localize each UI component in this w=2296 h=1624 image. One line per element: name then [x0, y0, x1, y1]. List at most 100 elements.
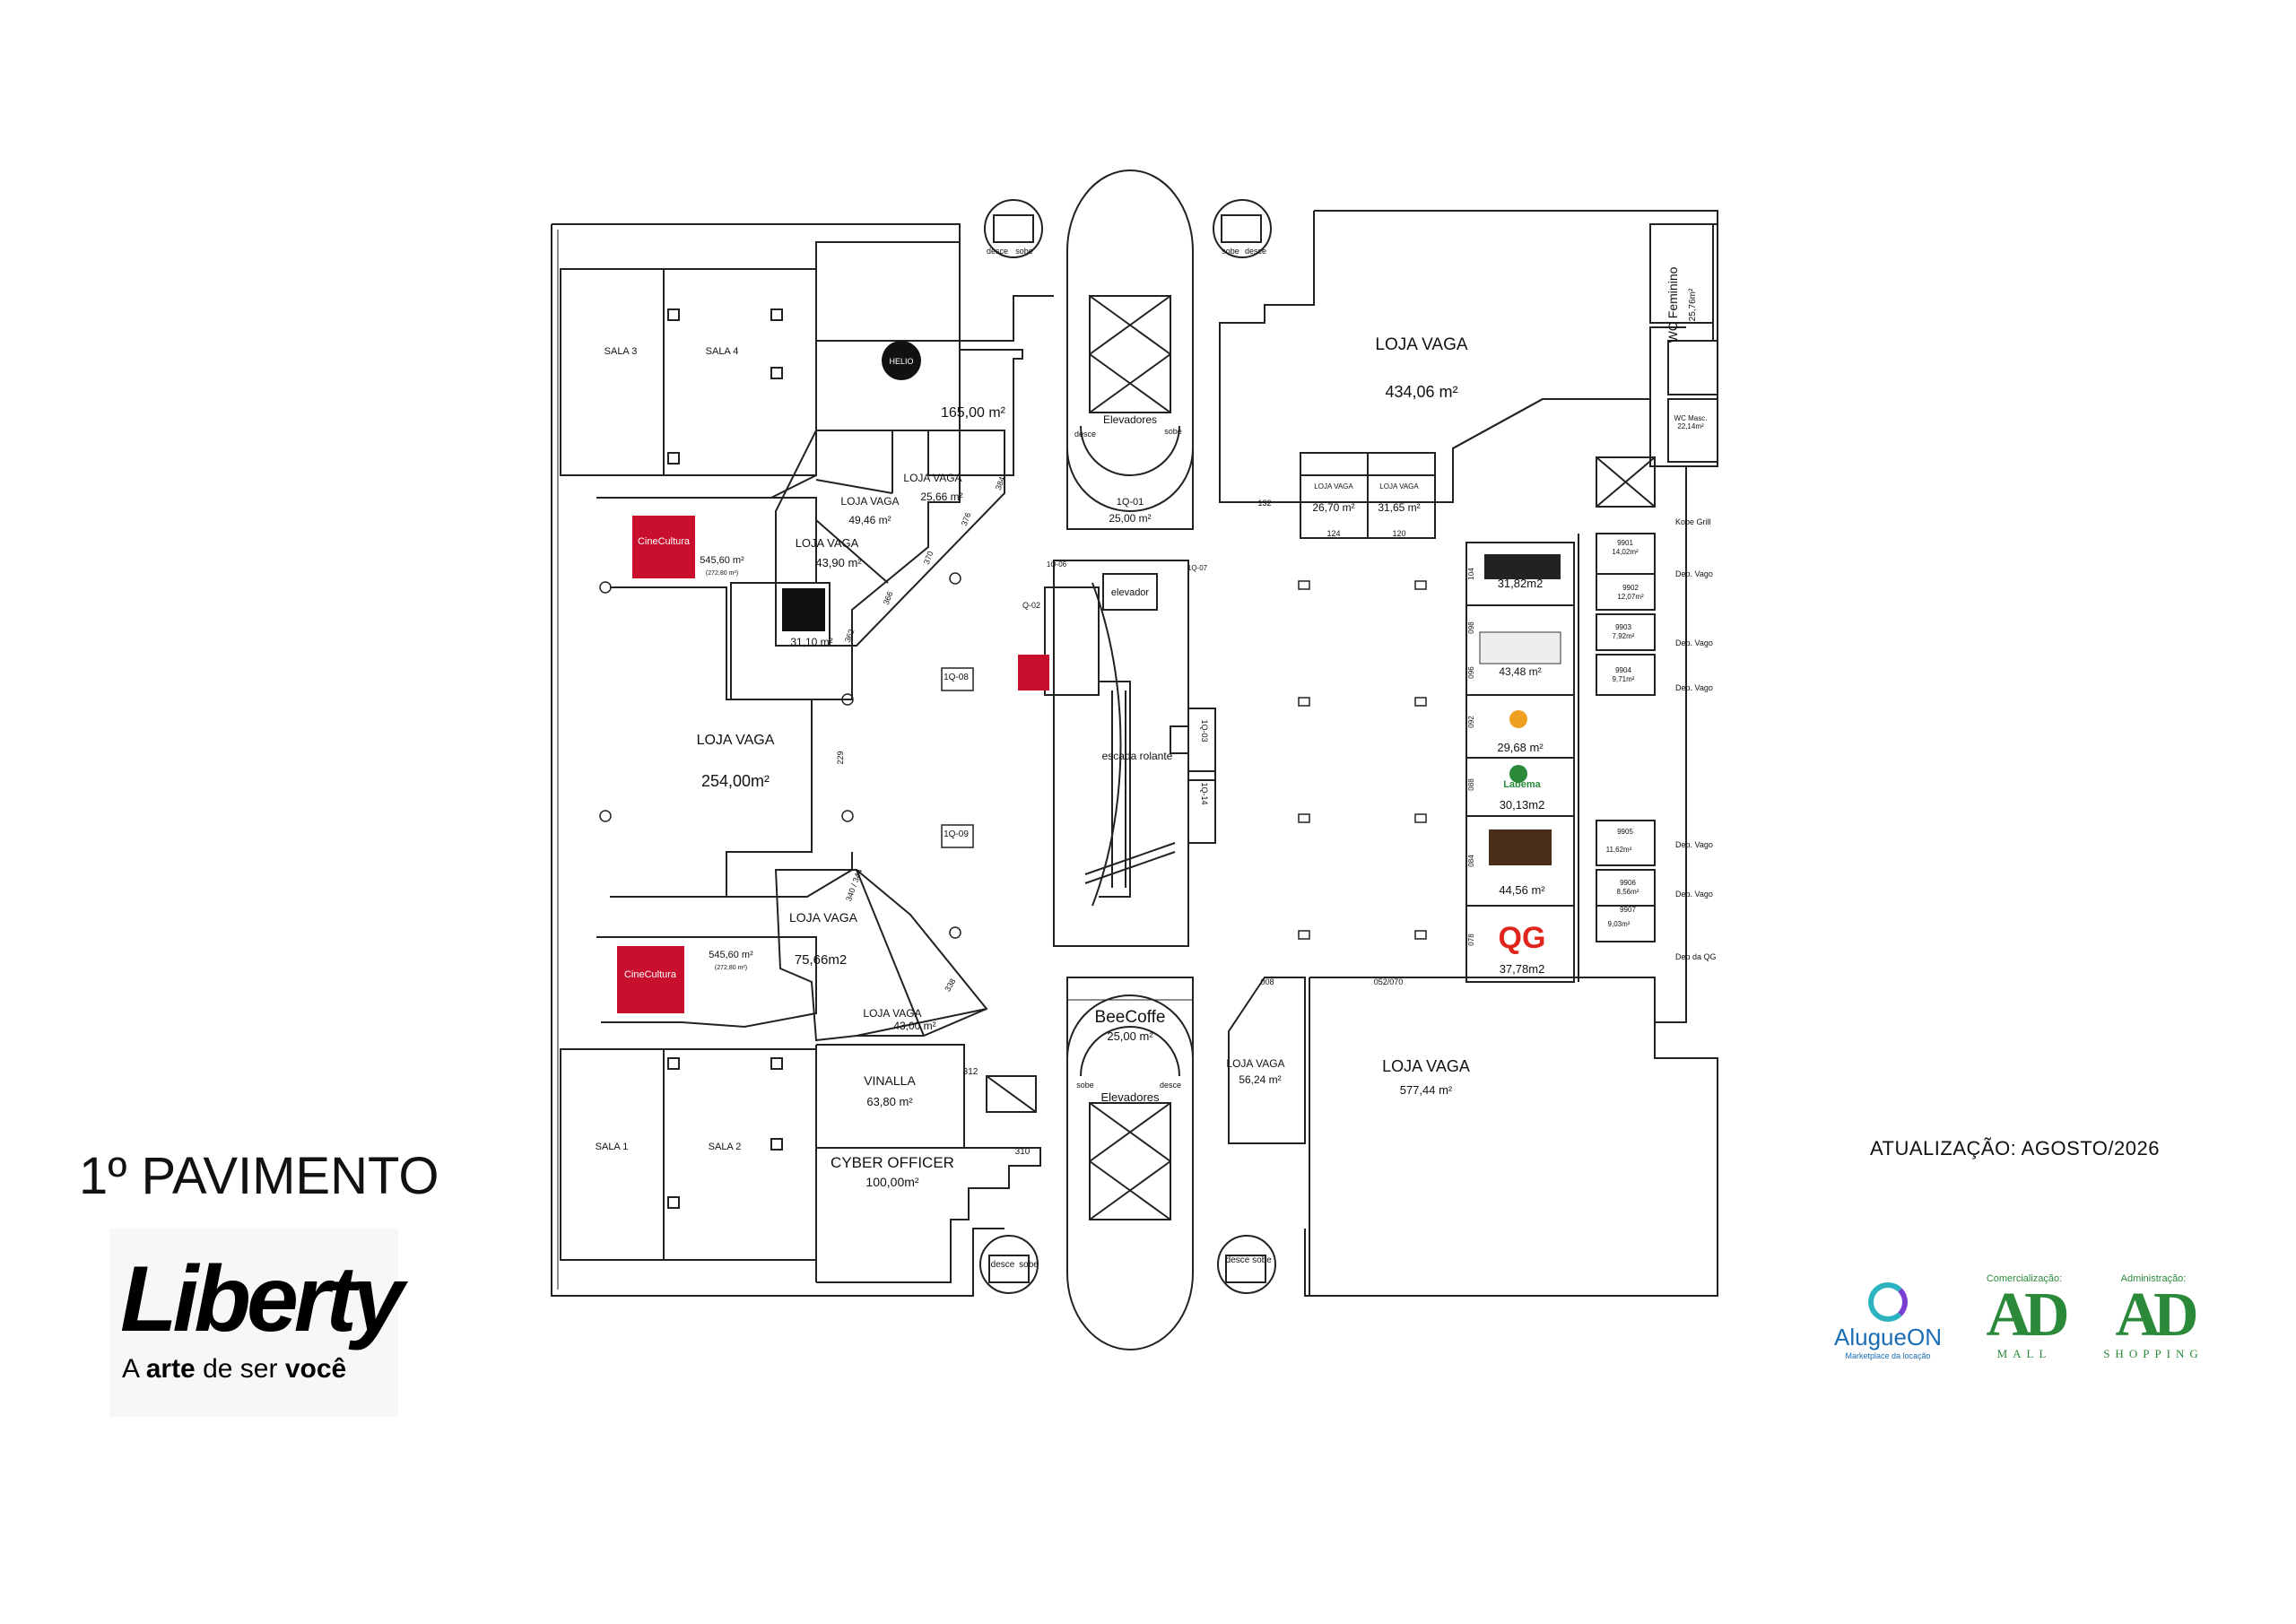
label-sobe-a: sobe: [1015, 247, 1033, 256]
elevator-capsule-top: [1066, 169, 1194, 530]
label-beecoffe: BeeCoffe: [1095, 1008, 1166, 1027]
shop-logo-4348: [1479, 631, 1561, 664]
label-lv4946: LOJA VAGA: [840, 495, 899, 508]
label-dep1: Dep. Vago: [1675, 569, 1713, 578]
label-sala3: SALA 3: [604, 346, 638, 357]
adshop-caption: Administração:: [2120, 1273, 2187, 1284]
label-a5624: 56,24 m²: [1239, 1073, 1281, 1086]
label-desce-f: desce: [1226, 1255, 1250, 1265]
room-sala1-2: [560, 1048, 817, 1261]
label-a100: 100,00m²: [865, 1175, 918, 1189]
label-dep2: Dep. Vago: [1675, 638, 1713, 647]
label-d9904: 9904: [1615, 666, 1631, 674]
label-a2500b: 25,00 m²: [1107, 1029, 1153, 1043]
label-sobe-f: sobe: [1252, 1255, 1272, 1265]
label-desce-b: desce: [1245, 247, 1266, 256]
label-q08: 1Q-08: [944, 673, 969, 682]
label-a4456: 44,56 m²: [1499, 883, 1545, 897]
label-sala1: SALA 1: [596, 1142, 629, 1152]
label-sobe-b: sobe: [1222, 247, 1239, 256]
alugueon-icon: [1868, 1282, 1908, 1322]
label-d9905: 9905: [1617, 828, 1633, 836]
cine-logo-1: [632, 516, 695, 578]
label-d9902: 9902: [1622, 584, 1639, 592]
label-n310: 310: [1015, 1147, 1031, 1157]
label-sobe-d: sobe: [1076, 1081, 1094, 1090]
label-q02: Q-02: [1022, 601, 1040, 610]
label-lv434: LOJA VAGA: [1375, 335, 1467, 354]
label-q09: 1Q-09: [944, 829, 969, 839]
label-labema: Labema: [1503, 779, 1541, 790]
label-dep5: Dep. Vago: [1675, 890, 1713, 899]
label-wcmasc-a: 22,14m²: [1677, 422, 1704, 430]
label-d9901a: 14,02m²: [1612, 548, 1639, 556]
brand-tagline: A arte de ser você: [122, 1354, 347, 1384]
adshop-mark: AD: [2115, 1281, 2198, 1350]
label-q07: 1Q-07: [1187, 564, 1208, 572]
label-cine-logo1: CineCultura: [638, 536, 691, 547]
label-n124: 124: [1326, 529, 1340, 538]
label-a4390: 43,90 m²: [815, 556, 862, 569]
label-lv-small2: LOJA VAGA: [1379, 482, 1419, 491]
label-lv5624: LOJA VAGA: [1226, 1057, 1284, 1070]
label-a2500: 25,00 m²: [1109, 512, 1151, 525]
label-lv4300: LOJA VAGA: [863, 1007, 921, 1020]
label-a3013: 30,13m2: [1500, 798, 1545, 812]
label-depqg: Dep da QG: [1675, 952, 1717, 961]
alugueon-name: AlugueON: [1834, 1324, 1942, 1350]
adshop-sub: SHOPPING: [2103, 1347, 2204, 1360]
label-n312: 312: [963, 1067, 978, 1077]
label-q06: 1Q-06: [1047, 560, 1067, 569]
label-cyber: CYBER OFFICER: [831, 1154, 954, 1171]
label-n098: 098: [1467, 621, 1475, 634]
room-577: [1309, 977, 1656, 1022]
label-lv57744: LOJA VAGA: [1382, 1057, 1470, 1075]
label-a2968: 29,68 m²: [1497, 741, 1544, 754]
label-a3182: 31,82m2: [1498, 577, 1544, 590]
label-n384: 384: [994, 475, 1007, 491]
label-d9906: 9906: [1620, 879, 1636, 887]
shop-logo-3013: [1509, 765, 1527, 783]
label-d9902a: 12,07m²: [1617, 593, 1644, 601]
label-desce-a: desce: [987, 247, 1008, 256]
label-a3165: 31,65 m²: [1378, 501, 1420, 514]
label-a3110: 31,10 m²: [790, 636, 832, 648]
label-desce-c: desce: [1074, 430, 1096, 439]
label-n370: 370: [922, 550, 935, 566]
floor-title: 1º PAVIMENTO: [79, 1147, 439, 1205]
cine-logo-small: [1018, 655, 1049, 690]
alugueon-sub: Marketplace da locação: [1845, 1351, 1931, 1360]
label-dep4: Dep. Vago: [1675, 840, 1713, 849]
label-a165: 165,00 m²: [941, 405, 1006, 421]
room-56: [1228, 977, 1306, 1144]
label-n376: 376: [960, 511, 973, 527]
label-sobe-c: sobe: [1164, 427, 1182, 436]
shop-logo-3182: [1484, 554, 1561, 579]
label-q03: 1Q-03: [1200, 719, 1209, 742]
label-n362: 362: [843, 628, 857, 644]
label-sobe-e: sobe: [1019, 1260, 1039, 1270]
label-helio: HELIO: [889, 357, 913, 366]
label-cine1-b: (272,80 m²): [706, 570, 738, 577]
label-cine2-a: 545,60 m²: [709, 950, 753, 960]
label-a7566: 75,66m2: [795, 952, 847, 968]
label-lv7566: LOJA VAGA: [789, 910, 858, 925]
label-qg: QG: [1499, 921, 1546, 955]
label-lv254: LOJA VAGA: [697, 733, 775, 748]
label-lv4390: LOJA VAGA: [796, 536, 859, 550]
label-a57744: 577,44 m²: [1400, 1083, 1453, 1097]
label-desce-e: desce: [991, 1260, 1015, 1270]
label-d9904a: 9,71m²: [1613, 675, 1635, 683]
label-desce-d: desce: [1160, 1081, 1181, 1090]
label-cine1-a: 545,60 m²: [700, 555, 744, 566]
label-n120: 120: [1392, 529, 1405, 538]
label-n092: 092: [1467, 716, 1475, 728]
label-n104: 104: [1467, 568, 1475, 580]
label-n229: 229: [836, 751, 845, 764]
label-escada: escada rolante: [1102, 750, 1173, 762]
label-a4300: 43,00 m²: [893, 1020, 935, 1032]
shop-logo-4456: [1489, 829, 1552, 865]
cine-logo-2: [617, 946, 684, 1013]
label-a3778: 37,78m2: [1500, 962, 1545, 976]
admall-caption: Comercialização:: [1986, 1273, 2063, 1284]
